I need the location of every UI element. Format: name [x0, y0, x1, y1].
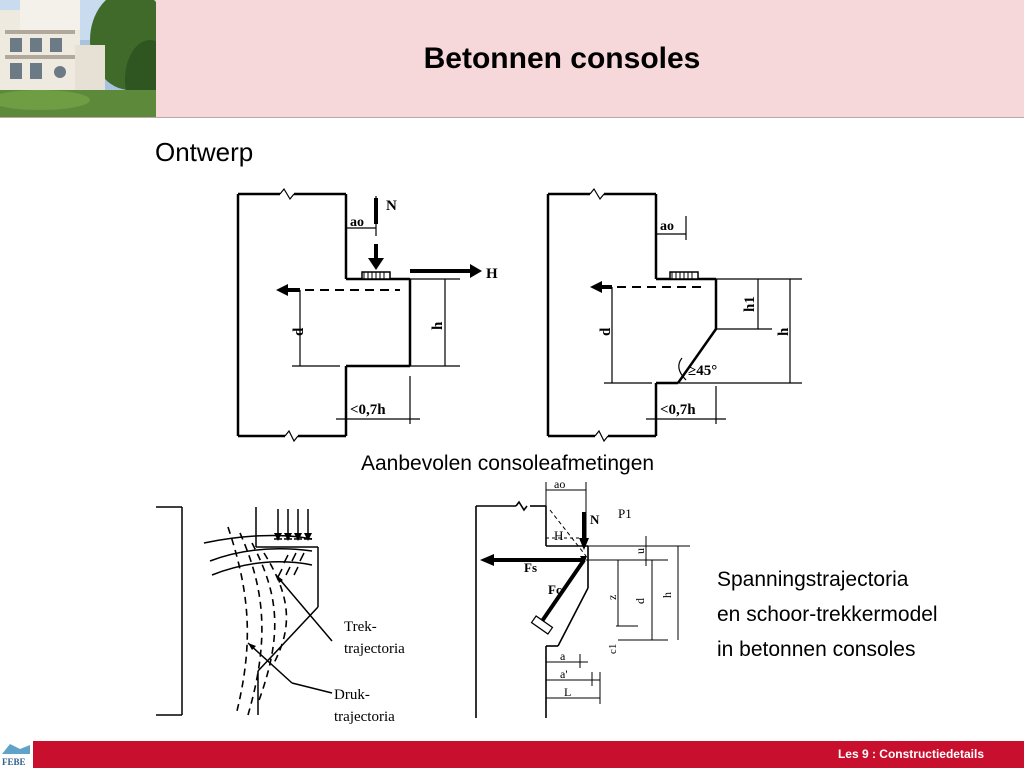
label-P1: P1 — [618, 506, 632, 521]
label-h: h — [660, 592, 674, 598]
side-line-1: Spanningstrajectoria — [717, 568, 909, 591]
label-angle: ≥45° — [688, 363, 717, 379]
label-Fc: Fc — [548, 582, 562, 597]
side-line-3: in betonnen consoles — [717, 638, 916, 661]
label-druk-1: Druk- — [334, 687, 370, 703]
label-ao: ao — [554, 477, 565, 491]
label-d: d — [633, 598, 647, 604]
label-c1: c1 — [607, 644, 619, 654]
svg-text:FEBE: FEBE — [2, 757, 26, 767]
label-h: h — [430, 321, 446, 330]
label-a: a — [560, 649, 566, 663]
label-Fs: Fs — [524, 560, 537, 575]
console-diagram-tapered: ao h1 h d ≥45° <0,7h — [546, 187, 802, 442]
label-N: N — [386, 198, 397, 214]
console-diagram-rectangular: N ao H d h <0,7h — [236, 187, 498, 442]
strut-and-tie-diagram: ao N P1 H u Fs Fc z d h c1 a a' L — [475, 477, 690, 718]
slide-header — [0, 0, 1024, 118]
header-photo — [0, 0, 156, 117]
label-d: d — [598, 327, 614, 336]
label-width: <0,7h — [350, 402, 386, 418]
label-z: z — [605, 595, 619, 600]
section-subtitle: Ontwerp — [155, 137, 254, 167]
stress-trajectory-diagram: Trek- trajectoria Druk- trajectoria — [156, 506, 405, 725]
label-width: <0,7h — [660, 402, 696, 418]
febe-logo: FEBE — [0, 741, 33, 768]
label-druk-2: trajectoria — [334, 709, 395, 725]
slide-footer — [0, 741, 1024, 768]
footer-lesson: Les 9 : Constructiedetails — [837, 747, 984, 761]
label-a-prime: a' — [560, 667, 568, 681]
figure-caption: Aanbevolen consoleafmetingen — [361, 452, 655, 475]
label-H: H — [486, 266, 498, 282]
label-L: L — [564, 685, 571, 699]
slide-title: Betonnen consoles — [423, 41, 701, 75]
side-line-2: en schoor-trekkermodel — [717, 603, 938, 626]
label-trek-1: Trek- — [344, 619, 377, 635]
label-h: h — [776, 327, 792, 336]
label-u: u — [633, 548, 647, 554]
side-description: Spanningstrajectoria en schoor-trekkermo… — [717, 562, 938, 667]
label-trek-2: trajectoria — [344, 641, 405, 657]
label-d: d — [291, 327, 307, 336]
label-N: N — [590, 512, 600, 527]
label-h1: h1 — [742, 296, 758, 312]
label-ao: ao — [660, 219, 674, 234]
label-ao: ao — [350, 215, 364, 230]
label-H: H — [554, 528, 563, 543]
